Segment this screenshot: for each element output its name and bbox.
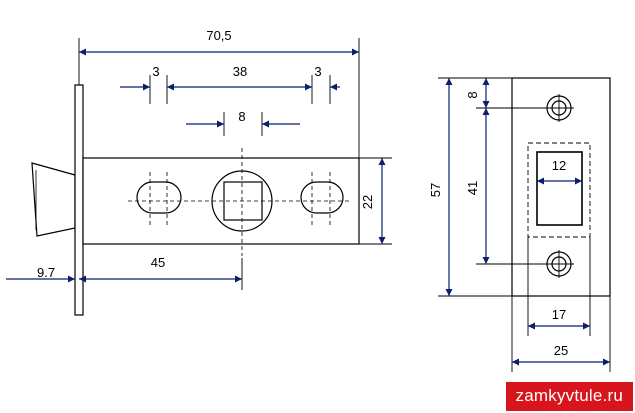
- latch-housing-outline: [527, 142, 591, 238]
- label-latch-width: 17: [552, 307, 566, 322]
- latch-bolt: [31, 162, 76, 237]
- label-backset-offset: 9.7: [37, 265, 55, 280]
- face-plate: [74, 84, 84, 316]
- label-hole-spacing: 41: [465, 181, 480, 195]
- label-plate-width: 25: [554, 343, 568, 358]
- side-view-dimensions: [6, 48, 386, 283]
- label-square-size: 8: [238, 109, 245, 124]
- label-backset: 45: [151, 255, 165, 270]
- side-view: [31, 38, 392, 316]
- label-opening-width: 12: [552, 158, 566, 173]
- site-watermark[interactable]: zamkyvtule.ru: [505, 382, 633, 411]
- label-slot-offset-left: 3: [152, 64, 159, 79]
- latch-opening: [536, 151, 583, 226]
- label-slot-spacing: 38: [233, 64, 247, 79]
- strike-plate: [511, 77, 611, 297]
- label-hole-offset: 8: [465, 91, 480, 98]
- label-overall-length: 70,5: [206, 28, 231, 43]
- front-view-dimensions: [445, 78, 610, 366]
- label-body-height: 22: [360, 195, 375, 209]
- right-mounting-slot: [300, 181, 344, 214]
- left-mounting-slot: [136, 181, 182, 214]
- label-slot-offset-right: 3: [314, 64, 321, 79]
- label-plate-height: 57: [428, 183, 443, 197]
- front-view: [438, 77, 611, 372]
